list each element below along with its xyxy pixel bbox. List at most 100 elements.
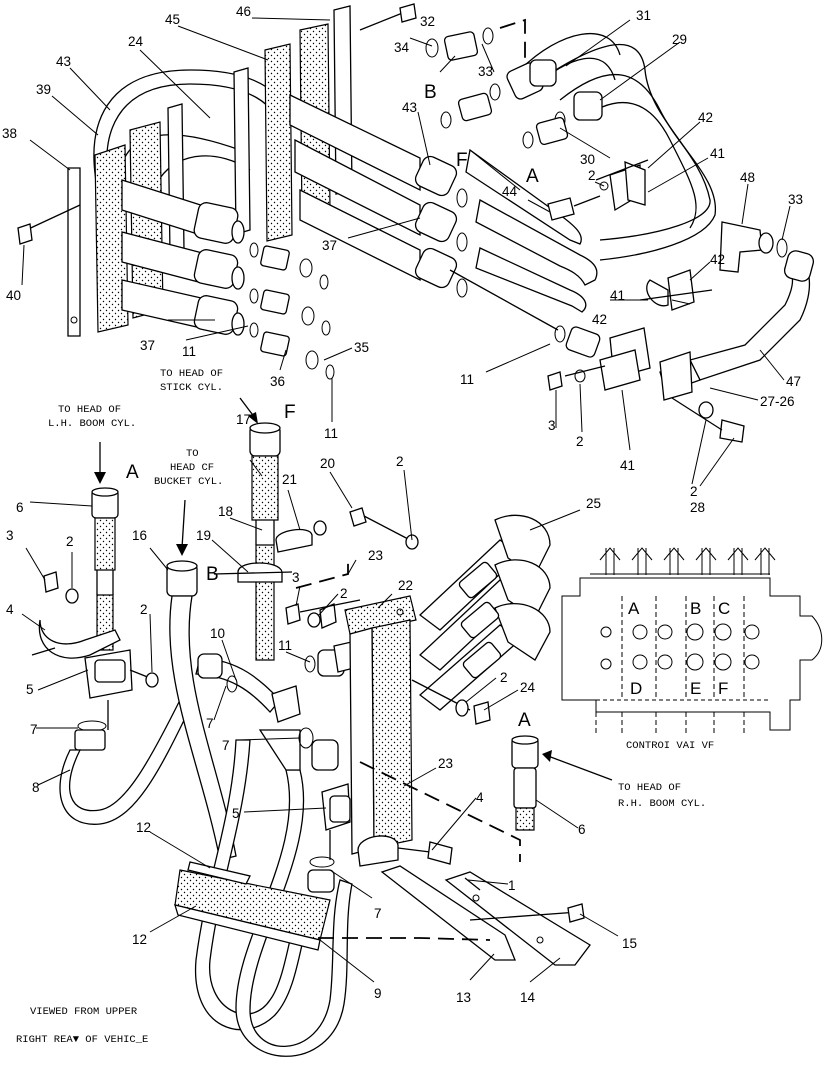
callout-17: 17 [236, 412, 251, 427]
callout-29: 29 [672, 32, 687, 47]
valve-letter-B: B [690, 599, 701, 618]
callout-41-top: 41 [710, 146, 725, 161]
callout-11-mid-left: 11 [324, 426, 338, 441]
callout-3-center: 3 [292, 570, 300, 585]
callout-47: 47 [786, 374, 801, 389]
callout-39: 39 [36, 82, 51, 97]
callout-2-center-top: 2 [396, 454, 404, 469]
center-assembly [166, 397, 591, 1057]
valve-letter-C: C [718, 599, 730, 618]
callout-2-right-mid: 2 [500, 670, 508, 685]
letter-B-mid: B [206, 564, 219, 585]
valve-letter-F: F [718, 679, 728, 698]
callout-7-low: 7 [374, 906, 382, 921]
callout-41-low: 41 [620, 458, 635, 473]
letter-F-top: F [456, 150, 468, 171]
callout-2-right: 2 [690, 484, 698, 499]
view-note-line1: VIEWED FROM UPPER [30, 1006, 138, 1018]
callout-22: 22 [398, 578, 413, 593]
clamp-block-45 [264, 43, 293, 242]
callout-45: 45 [165, 12, 180, 27]
callout-10: 10 [210, 626, 225, 641]
callout-7-left: 7 [30, 722, 38, 737]
callout-14: 14 [520, 990, 536, 1005]
callout-36: 36 [270, 374, 285, 389]
note-bucket-line2: HEAD CF [170, 462, 214, 474]
callout-6-left: 6 [16, 500, 24, 515]
clamp-block-39 [94, 144, 129, 333]
clamp-plate-38 [67, 167, 81, 337]
callout-46: 46 [236, 4, 251, 19]
callout-19: 19 [196, 528, 211, 543]
callout-23-top: 23 [368, 548, 383, 563]
callout-24-top: 24 [128, 34, 144, 49]
callout-6-right: 6 [578, 822, 586, 837]
letter-A-right: A [518, 710, 531, 731]
valve-ports [600, 623, 760, 671]
note-rh-line2: R.H. BOOM CYL. [618, 798, 706, 810]
callout-2-center: 2 [340, 586, 348, 601]
notes: TO HEAD OF STICK CYL. TO HEAD OF L.H. BO… [16, 368, 714, 1046]
callout-11-mid: 11 [460, 372, 474, 387]
callout-2-mid: 2 [576, 434, 584, 449]
rh-boom-fitting [511, 735, 613, 831]
callout-31: 31 [636, 8, 651, 23]
letter-A-top: A [526, 166, 539, 187]
control-valve [561, 547, 823, 735]
port-letters: B F A F A B A A B C D E F [126, 82, 730, 731]
callout-42-top: 42 [698, 110, 713, 125]
callout-3-left: 3 [6, 528, 14, 543]
callout-44: 44 [502, 184, 518, 199]
callout-12-low: 12 [132, 932, 147, 947]
callout-15: 15 [622, 936, 637, 951]
callout-27-26: 27-26 [760, 394, 795, 409]
top-hose-assembly [17, 3, 815, 443]
callout-25: 25 [586, 496, 601, 511]
callout-41-mid: 41 [610, 288, 625, 303]
valve-letter-E: E [690, 679, 701, 698]
callout-33-top: 33 [478, 64, 493, 79]
callout-7-mid: 7 [222, 738, 230, 753]
callout-3-top: 3 [548, 418, 556, 433]
callout-13: 13 [456, 990, 471, 1005]
callout-12-top: 12 [136, 820, 151, 835]
callout-32: 32 [420, 14, 435, 29]
callout-23-low: 23 [438, 756, 453, 771]
valve-letter-A: A [628, 599, 640, 618]
callout-40: 40 [6, 288, 21, 303]
callout-5-left: 5 [26, 682, 34, 697]
callout-37-left: 37 [140, 338, 155, 353]
letter-A-left: A [126, 462, 139, 483]
note-stick-line2: STICK CYL. [160, 382, 223, 394]
note-bucket-line3: BUCKET CYL. [154, 476, 223, 488]
callout-4-left: 4 [6, 602, 14, 617]
callout-2-left-mid: 2 [140, 602, 148, 617]
callout-2-left: 2 [66, 534, 74, 549]
callout-24-right: 24 [520, 680, 536, 695]
lh-boom-assembly [31, 442, 191, 825]
callout-9: 9 [374, 986, 382, 1001]
callout-numbers: 38 39 43 40 24 45 46 32 34 33 31 29 43 4… [2, 4, 803, 1005]
callout-16: 16 [132, 528, 147, 543]
callout-4-center: 4 [476, 790, 484, 805]
callout-20: 20 [320, 456, 335, 471]
letter-B-top: B [424, 82, 437, 103]
callout-42-mid: 42 [710, 252, 725, 267]
valve-letter-D: D [630, 679, 642, 698]
callout-11-left: 11 [182, 344, 196, 359]
view-note-line2: RIGHT REA▼ OF VEHIC_E [16, 1034, 148, 1046]
callout-42-low: 42 [592, 312, 607, 327]
callout-8: 8 [32, 780, 40, 795]
callout-43-left: 43 [56, 54, 71, 69]
note-lh-line2: L.H. BOOM CYL. [48, 418, 136, 430]
callout-35: 35 [354, 340, 369, 355]
clamp-block-23 [371, 619, 413, 849]
callout-33-right: 33 [788, 192, 803, 207]
note-rh-line1: TO HEAD OF [618, 782, 681, 794]
note-bucket-line1: TO [186, 448, 199, 460]
valve-spools [599, 547, 776, 575]
letter-F-mid: F [284, 402, 296, 423]
callout-34: 34 [394, 40, 410, 55]
callout-30: 30 [580, 152, 595, 167]
